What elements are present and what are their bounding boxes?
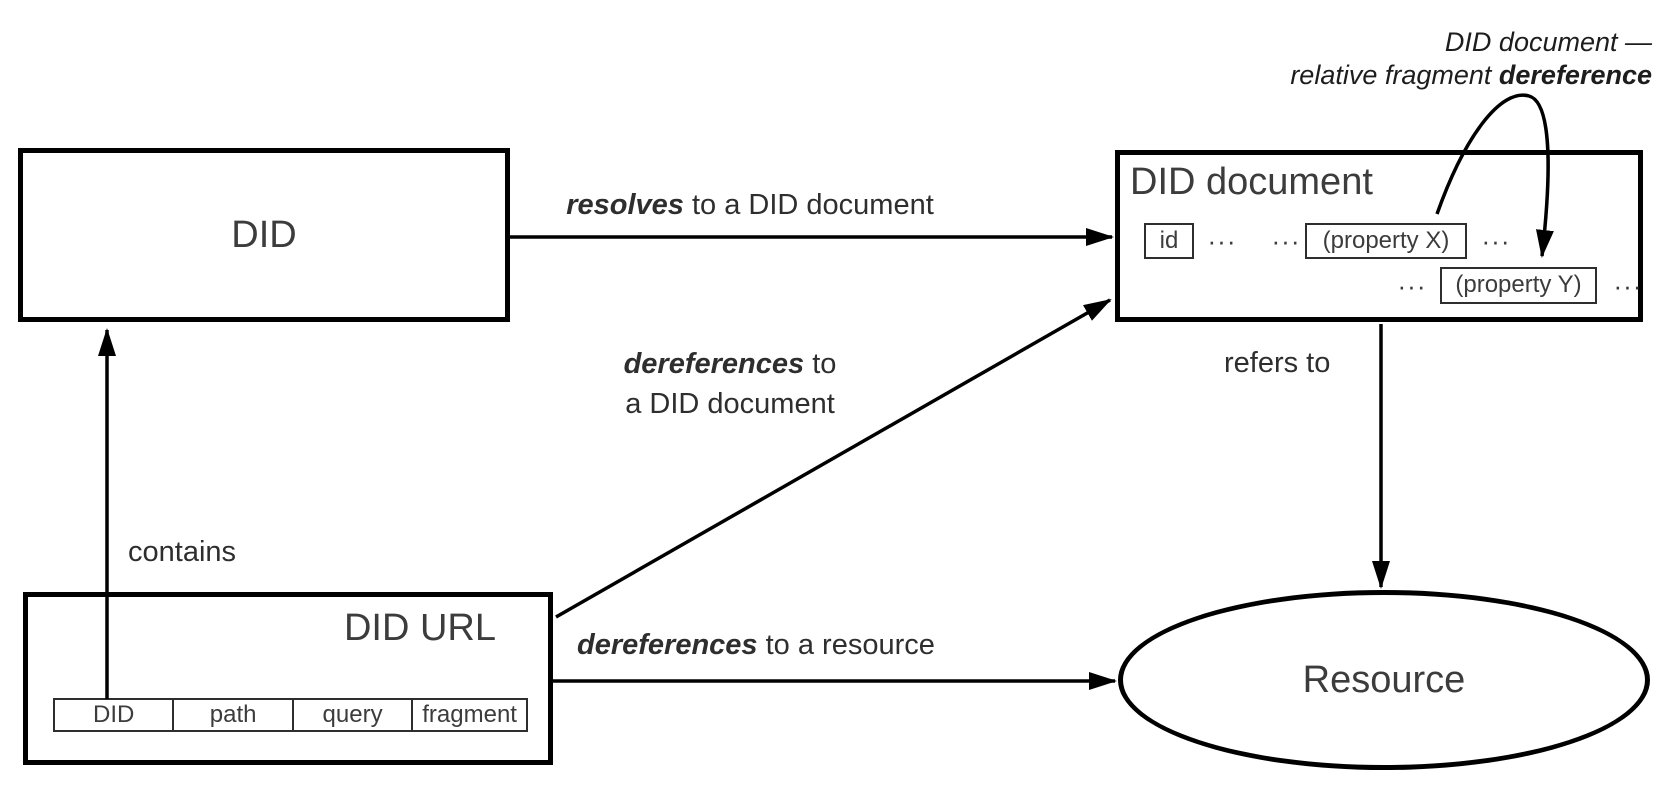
did-url-segments: DID path query fragment — [53, 698, 528, 732]
ellipsis: ··· — [1397, 271, 1427, 301]
dereferences-resource-rest: to a resource — [757, 629, 935, 661]
fragment-note-line1: DID document — — [1444, 27, 1652, 57]
did-document-node: DID document id ··· ··· (property X) ···… — [1115, 150, 1643, 322]
did-url-segment-fragment: fragment — [422, 701, 517, 728]
dereferences-doc-line1: dereferences to — [530, 344, 930, 384]
resolves-keyword: resolves — [566, 189, 684, 221]
did-document-property-y: (property Y) — [1440, 267, 1597, 304]
resolves-arrow-label: resolves to a DID document — [520, 189, 980, 222]
did-node: DID — [18, 148, 510, 322]
contains-arrow-label: contains — [128, 536, 237, 568]
dereferences-doc-rest: to — [804, 348, 837, 380]
did-url-node: DID URL DID path query fragment — [23, 592, 553, 765]
dereferences-keyword: dereferences — [623, 348, 805, 380]
did-document-id-property: id — [1144, 223, 1194, 259]
dereferences-doc-arrow-label: dereferences to a DID document — [530, 344, 930, 424]
resolves-rest: to a DID document — [683, 189, 934, 221]
did-url-segment-path: path — [174, 700, 294, 730]
dereferences-keyword: dereferences — [577, 629, 758, 661]
fragment-note-line2: relative fragment dereference — [1290, 59, 1652, 92]
did-document-property-x: (property X) — [1305, 223, 1467, 259]
ellipsis: ··· — [1207, 226, 1237, 256]
resource-node: Resource — [1118, 590, 1650, 770]
did-url-title: DID URL — [343, 607, 496, 649]
dereferences-doc-line2: a DID document — [625, 388, 835, 420]
ellipsis: ··· — [1613, 271, 1643, 301]
did-document-title: DID document — [1130, 161, 1373, 203]
refers-to-arrow-label: refers to — [1224, 347, 1331, 379]
resource-node-label: Resource — [1302, 658, 1466, 701]
did-node-label: DID — [231, 213, 297, 256]
did-url-segment-query: query — [294, 700, 414, 730]
ellipsis: ··· — [1271, 226, 1301, 256]
fragment-note-line2-italic: relative fragment — [1290, 60, 1499, 90]
fragment-dereference-note: DID document — relative fragment derefer… — [1290, 26, 1652, 92]
did-url-segment-did: DID — [55, 700, 175, 730]
fragment-note-line2-bold: dereference — [1498, 60, 1652, 90]
ellipsis: ··· — [1481, 226, 1511, 256]
dereferences-resource-arrow-label: dereferences to a resource — [577, 629, 935, 662]
